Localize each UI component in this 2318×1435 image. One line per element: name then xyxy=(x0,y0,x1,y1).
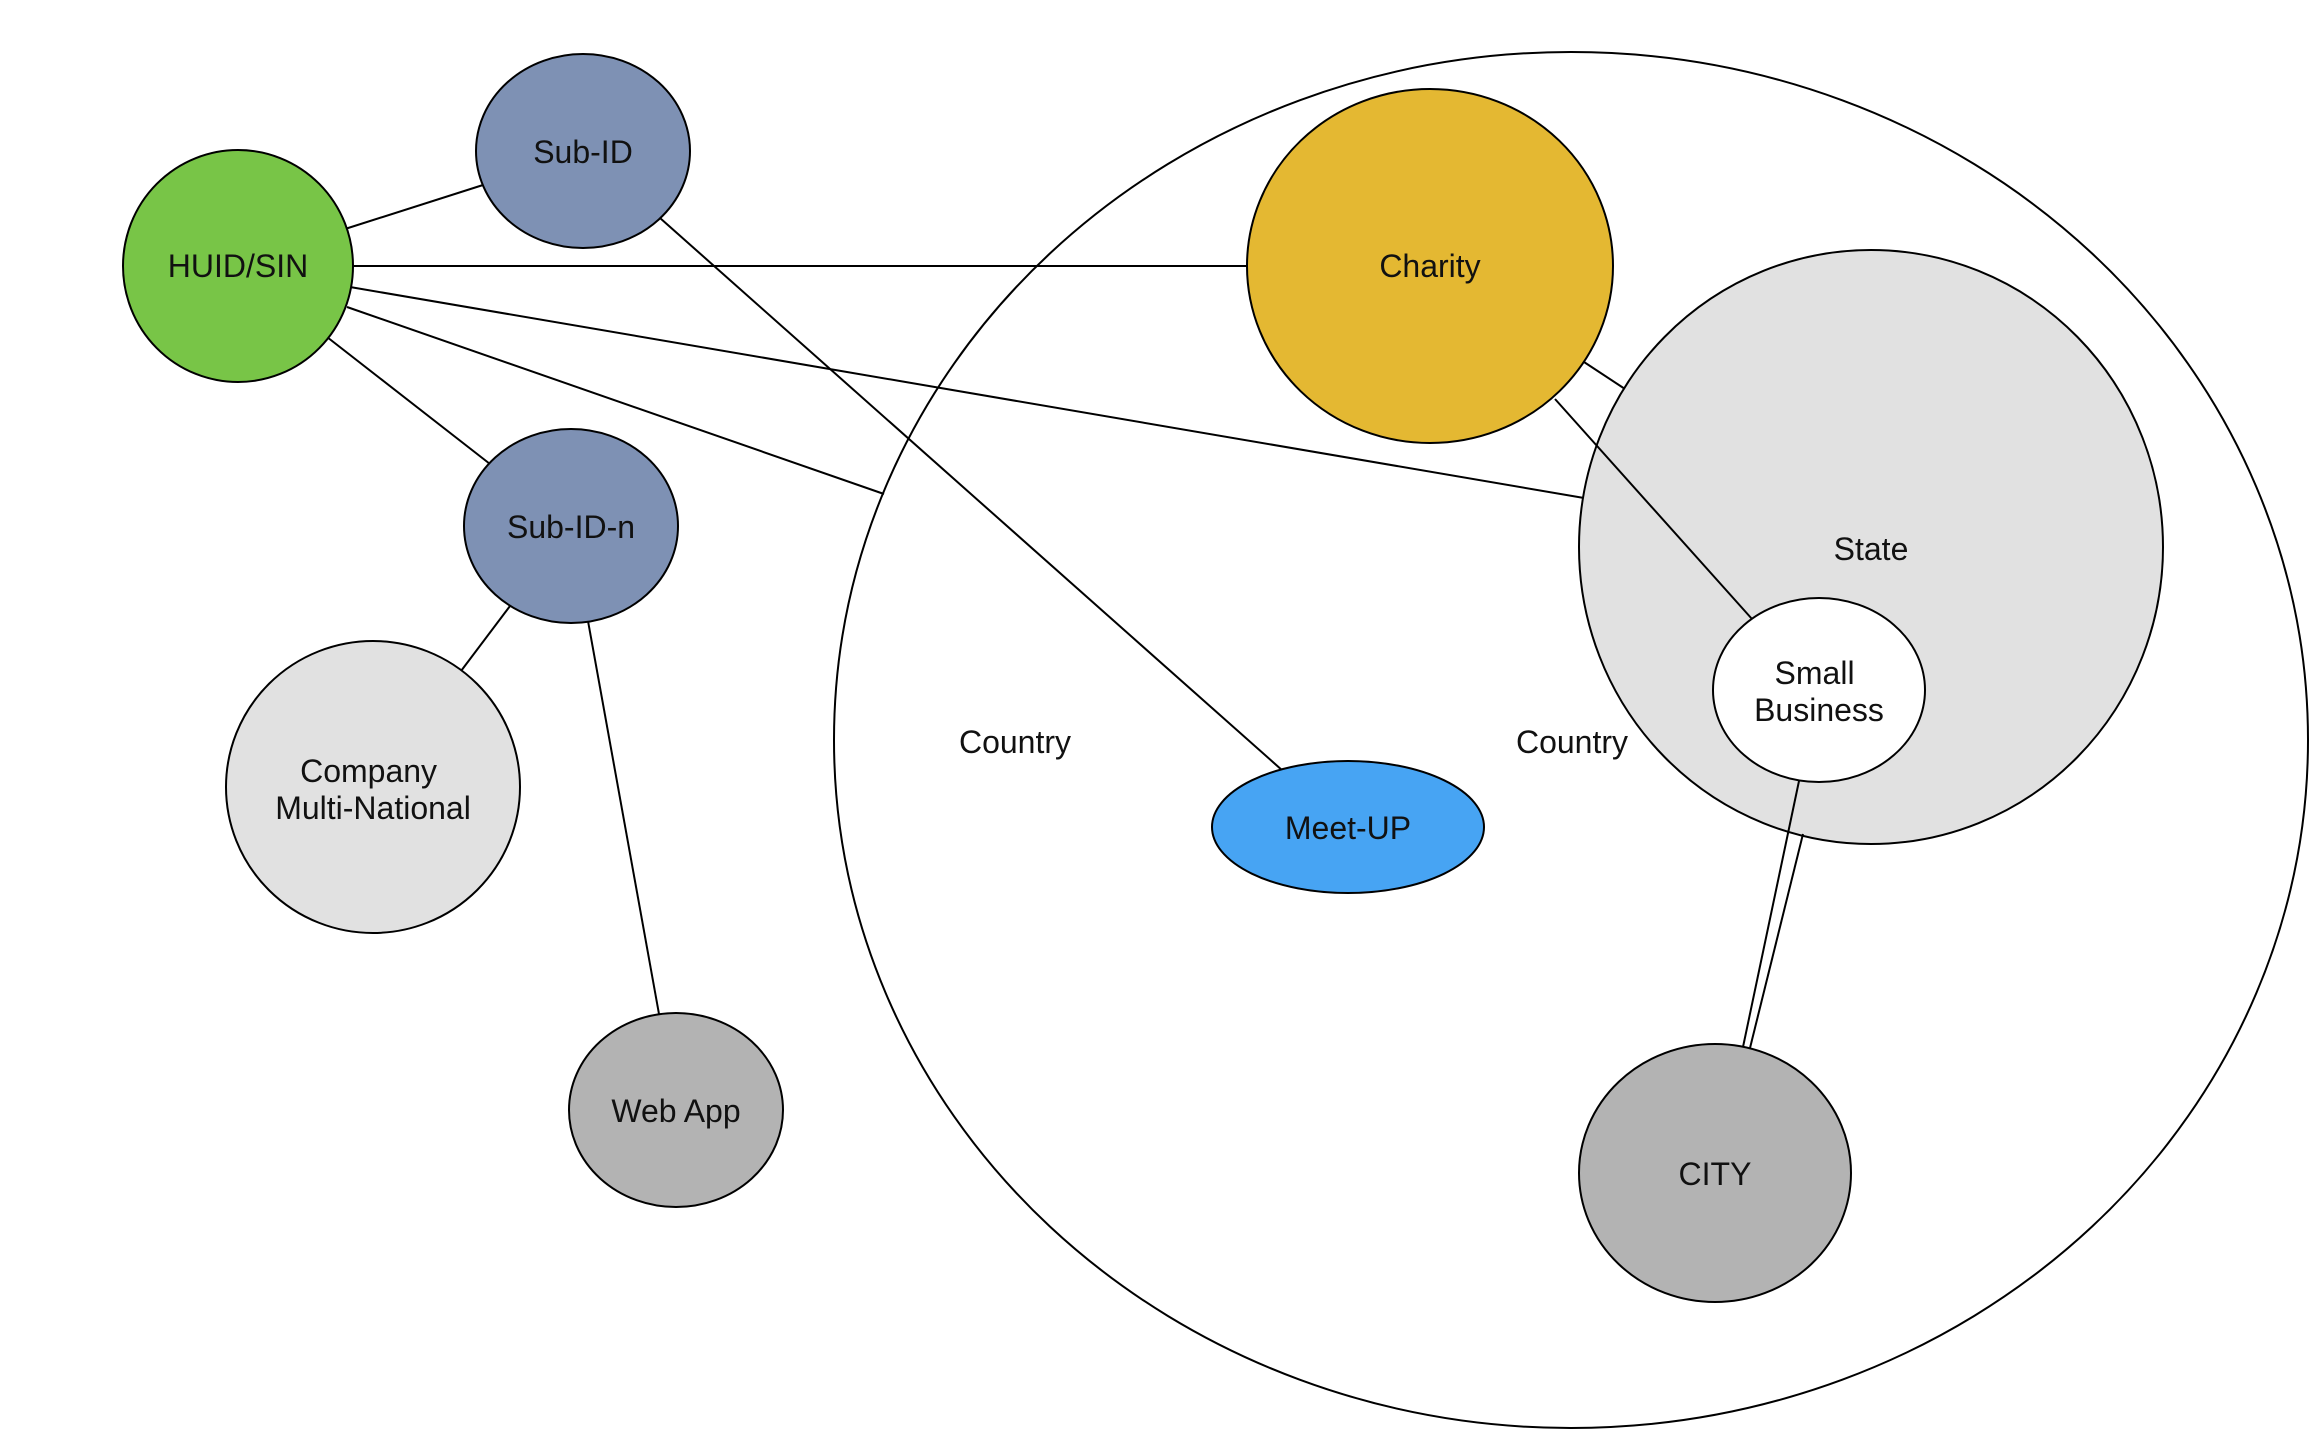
sub-id-node[interactable] xyxy=(475,53,691,249)
small-business-label-line-1: Small xyxy=(1775,655,1855,691)
city-node[interactable] xyxy=(1578,1043,1852,1303)
web-app-node[interactable] xyxy=(568,1012,784,1208)
country-label-right: Country xyxy=(1516,724,1628,760)
huid-sin-node[interactable] xyxy=(122,149,354,383)
huid-sin-label: HUID/SIN xyxy=(168,248,308,284)
meet-up-node[interactable] xyxy=(1211,760,1485,894)
company-label-line-1: Company xyxy=(300,753,437,789)
city-label: CITY xyxy=(1679,1156,1752,1192)
edge-huid-country xyxy=(346,306,885,495)
sub-id-n-node[interactable] xyxy=(463,428,679,624)
edge-sub-id-n-web-app xyxy=(587,620,660,1015)
edge-small-business-city-a xyxy=(1742,780,1800,1048)
company-label-line-2: Multi-National xyxy=(275,790,471,826)
small-business-label: Small Business xyxy=(1754,655,1884,728)
edge-huid-sub-id xyxy=(344,184,484,230)
country-label-left: Country xyxy=(959,724,1071,760)
web-app-label: Web App xyxy=(611,1093,740,1129)
company-node[interactable] xyxy=(225,640,521,934)
charity-node[interactable] xyxy=(1246,88,1614,444)
edge-charity-state xyxy=(1583,361,1626,390)
small-business-label-line-2: Business xyxy=(1754,692,1884,728)
edge-huid-sub-id-n xyxy=(326,336,491,465)
small-business-node[interactable] xyxy=(1712,597,1926,783)
sub-id-label: Sub-ID xyxy=(533,134,633,170)
sub-id-n-label: Sub-ID-n xyxy=(507,509,635,545)
state-label: State xyxy=(1834,531,1909,567)
edge-small-business-city-b xyxy=(1749,833,1804,1049)
edge-huid-state xyxy=(349,286,1585,499)
meet-up-label: Meet-UP xyxy=(1285,810,1411,846)
edges xyxy=(326,184,1626,1015)
edge-charity-small-business xyxy=(1554,398,1753,620)
company-label: Company Multi-National xyxy=(275,753,471,826)
edge-sub-id-n-company xyxy=(460,605,511,672)
edge-sub-id-meet-up xyxy=(659,217,1284,772)
charity-label: Charity xyxy=(1379,248,1480,284)
